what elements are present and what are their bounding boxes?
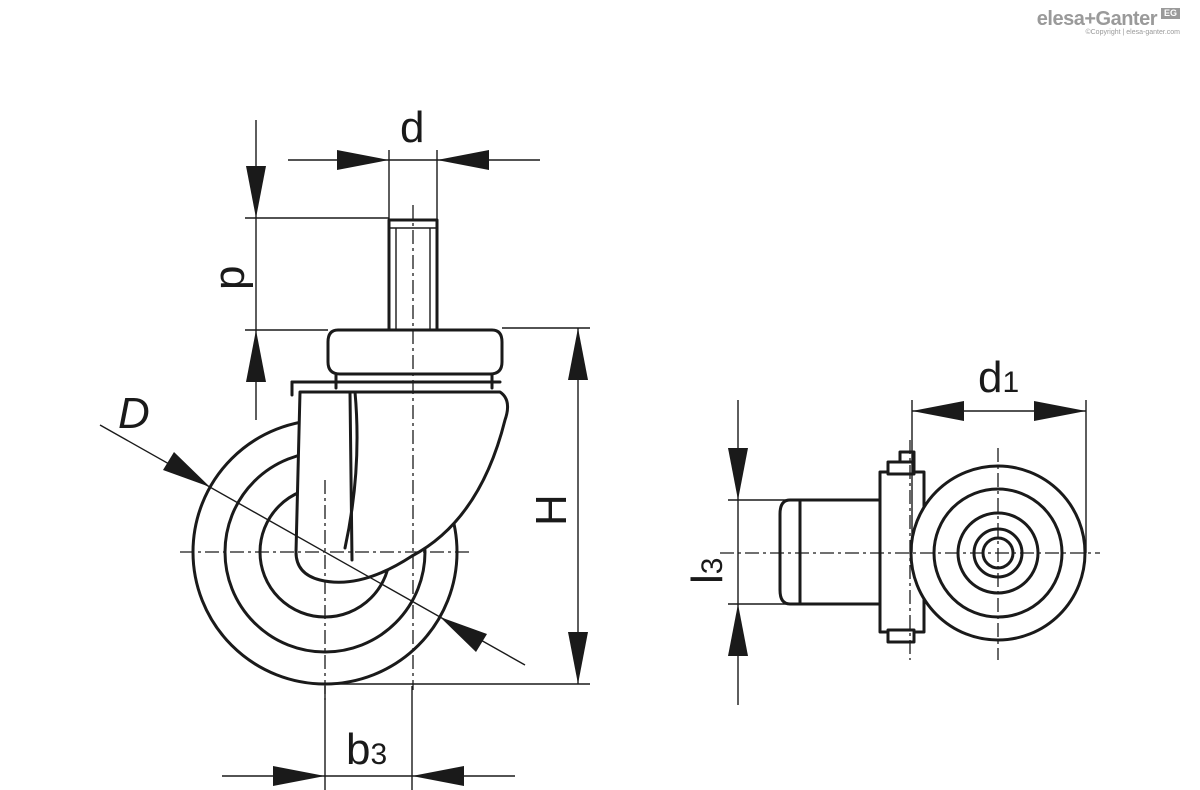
label-l3-main: l [683,574,732,584]
top-housing [326,328,504,376]
bracket-bolt-bottom [886,628,916,644]
p-arrow-bottom [246,330,266,382]
l3-arrow-bottom [728,604,748,656]
label-d1-sub: 1 [1002,366,1019,399]
label-p: p [205,266,254,290]
b3-arrow-left [273,766,325,786]
bracket-nut-top [898,450,916,464]
D-arrow-lower [440,617,487,652]
label-b3-main: b [346,725,370,774]
fork-curve [343,390,359,550]
stem-top [778,498,882,606]
label-b3-sub: 3 [370,738,387,771]
l3-arrow-top [728,448,748,500]
label-d1: d1 [978,353,1019,402]
d-arrow-right [437,150,489,170]
label-l3-sub: 3 [696,558,729,575]
logo-badge: EG [1160,8,1180,19]
top-view: d1 l3 [683,353,1100,705]
label-H: H [527,494,576,526]
label-D: D [118,389,150,438]
H-arrow-top [568,328,588,380]
b3-arrow-right [412,766,464,786]
d-arrow-left [337,150,389,170]
label-d1-main: d [978,353,1002,402]
p-arrow-top [246,166,266,218]
label-b3: b3 [346,725,387,774]
copyright-text: ©Copyright | elesa-ganter.com [1085,29,1180,36]
d1-arrow-left [912,401,964,421]
logo-text: elesa+Ganter [1036,8,1158,30]
side-view: d p H D b3 [99,103,590,790]
D-arrow-upper [163,452,210,487]
label-l3: l3 [683,558,732,584]
d1-arrow-right [1034,401,1086,421]
label-d: d [400,103,424,152]
fork-edge-inner [348,390,354,562]
H-arrow-bottom [568,632,588,684]
